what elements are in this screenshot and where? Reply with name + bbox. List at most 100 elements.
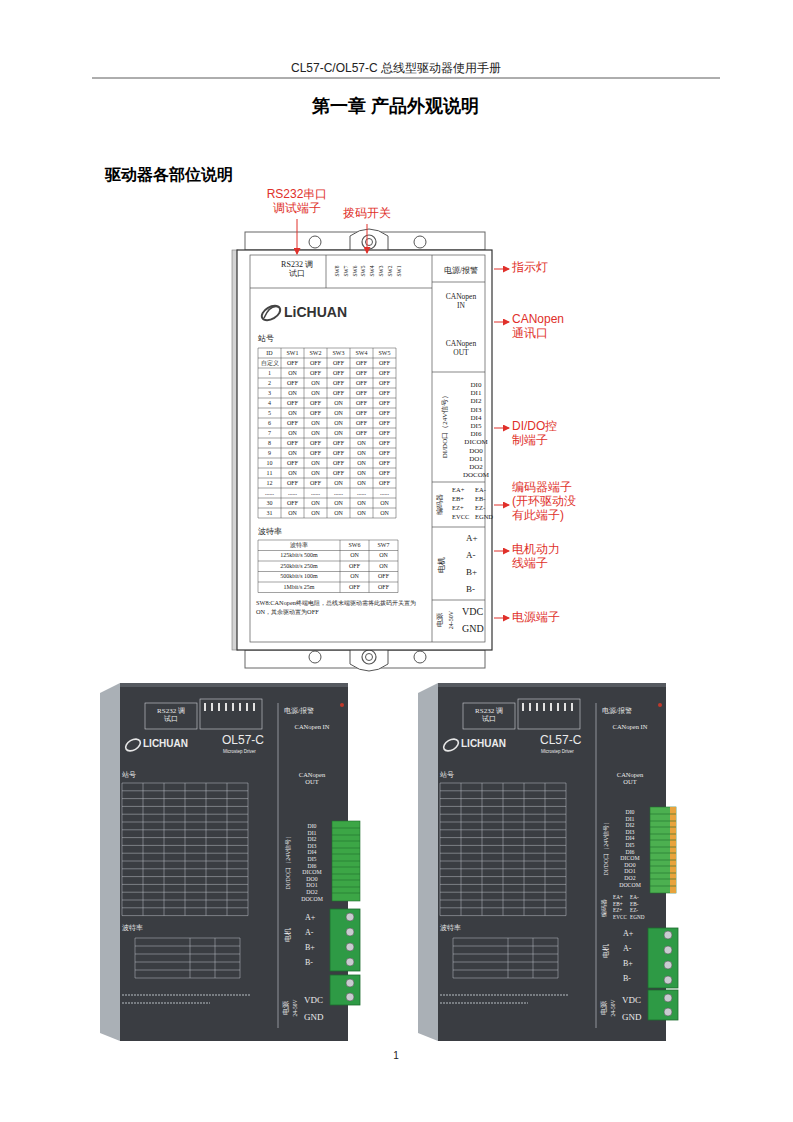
indicator-label: 电源/报警	[284, 707, 314, 715]
table-cell: ON	[327, 480, 350, 487]
driver-outline	[232, 229, 492, 671]
table-cell: ON	[304, 460, 327, 467]
group-label: 24-50V	[448, 611, 455, 629]
port-label: RS232 调试口	[280, 260, 314, 278]
pin-label: DOCOM	[301, 896, 323, 903]
table-cell: ON	[369, 563, 398, 570]
table-cell: OFF	[327, 380, 350, 387]
table-line	[566, 783, 567, 916]
table-line	[461, 783, 462, 916]
table-line	[164, 783, 165, 916]
port-label: CANopen IN	[293, 723, 331, 730]
pin-label: A+	[305, 913, 315, 922]
table-cell: ON	[327, 410, 350, 417]
table-cell: OFF	[281, 360, 304, 367]
table-line	[558, 938, 559, 978]
pin-label: A+	[623, 929, 633, 938]
table-cell: ON	[327, 430, 350, 437]
table-cell: OFF	[350, 430, 373, 437]
table-line	[258, 550, 398, 551]
table-cell: OFF	[327, 460, 350, 467]
pin-label: DI4	[471, 414, 482, 422]
table-cell: ON	[350, 460, 373, 467]
pin-label: A-	[305, 928, 313, 937]
pin-label: B-	[466, 584, 475, 594]
table-cell: OFF	[281, 480, 304, 487]
pin-label: DI0	[307, 823, 316, 830]
pin-label: DI5	[307, 856, 316, 863]
table-line	[240, 938, 241, 978]
table-line	[258, 571, 398, 572]
pin-label: DI3	[471, 406, 482, 414]
table-line	[215, 938, 216, 978]
table-line	[248, 783, 249, 916]
table-line	[508, 938, 509, 978]
table-cell: ON	[350, 500, 373, 507]
table-cell: OFF	[373, 430, 396, 437]
table-cell: OFF	[327, 450, 350, 457]
port-label: CANopen IN	[441, 293, 481, 310]
port-label: CANopen OUT	[441, 340, 481, 357]
table-line	[135, 970, 240, 971]
table-cell: OFF	[373, 410, 396, 417]
table-cell: SW7	[369, 542, 398, 549]
table-cell: ON	[350, 450, 373, 457]
table-cell: OFF	[373, 450, 396, 457]
table-title: 波特率	[122, 924, 143, 932]
table-cell: ON	[281, 450, 304, 457]
table-cell: ON	[281, 410, 304, 417]
table-cell: ON	[340, 552, 369, 559]
table-cell: OFF	[281, 400, 304, 407]
table-line	[453, 954, 558, 955]
table-cell: ......	[304, 490, 327, 497]
table-cell: SW6	[340, 542, 369, 549]
table-cell: ON	[304, 430, 327, 437]
pin-label: EB+	[452, 495, 464, 502]
pin-label: EZ+	[613, 908, 622, 914]
pin-label: DI4	[307, 849, 316, 856]
driver-photo	[100, 683, 360, 1041]
group-label: DI/DO口（24V信号）	[603, 819, 610, 876]
table-cell: ON	[281, 510, 304, 517]
table-cell: 250kbit/s 250m	[258, 563, 340, 570]
table-cell: 1	[258, 370, 281, 377]
page-number: 1	[393, 1050, 399, 1062]
port-label: CANopen IN	[611, 723, 649, 730]
pin-label: DI2	[625, 822, 634, 829]
table-cell: OFF	[373, 460, 396, 467]
callout-text: 拨码开关	[343, 207, 391, 221]
table-line	[453, 970, 558, 971]
group-label: 电源	[282, 1001, 289, 1015]
table-title: 站号	[440, 771, 454, 779]
table-cell: 12	[258, 480, 281, 487]
table-cell: ON	[350, 470, 373, 477]
switch-label: SW1	[395, 266, 401, 277]
pin-label: VDC	[304, 995, 323, 1005]
pin-label: B-	[623, 974, 631, 983]
callout-text: DI/DO控 制端子	[512, 420, 564, 448]
table-line	[143, 783, 144, 916]
pin-label: A+	[466, 533, 478, 543]
pin-label: EVCC	[452, 513, 469, 520]
group-label: 24-50V	[610, 1000, 616, 1017]
table-cell: ON	[304, 510, 327, 517]
table-cell: OFF	[304, 450, 327, 457]
pin-label: B+	[623, 959, 633, 968]
table-cell: OFF	[373, 380, 396, 387]
pin-label: DICOM	[620, 855, 639, 862]
table-cell: ON	[281, 430, 304, 437]
switch-label: SW8	[334, 266, 340, 277]
pin-label: EB+	[613, 902, 623, 908]
group-label: 电机	[437, 557, 446, 573]
group-label: 电机	[284, 928, 292, 942]
table-cell: 波特率	[258, 542, 340, 549]
table-cell: OFF	[304, 410, 327, 417]
pin-label: EZ-	[475, 504, 485, 511]
table-cell: 31	[258, 510, 281, 517]
table-title: 波特率	[440, 924, 461, 932]
table-line	[281, 348, 282, 518]
table-title: 站号	[122, 771, 136, 779]
table-cell: OFF	[373, 360, 396, 367]
switch-label: SW4	[369, 266, 375, 277]
